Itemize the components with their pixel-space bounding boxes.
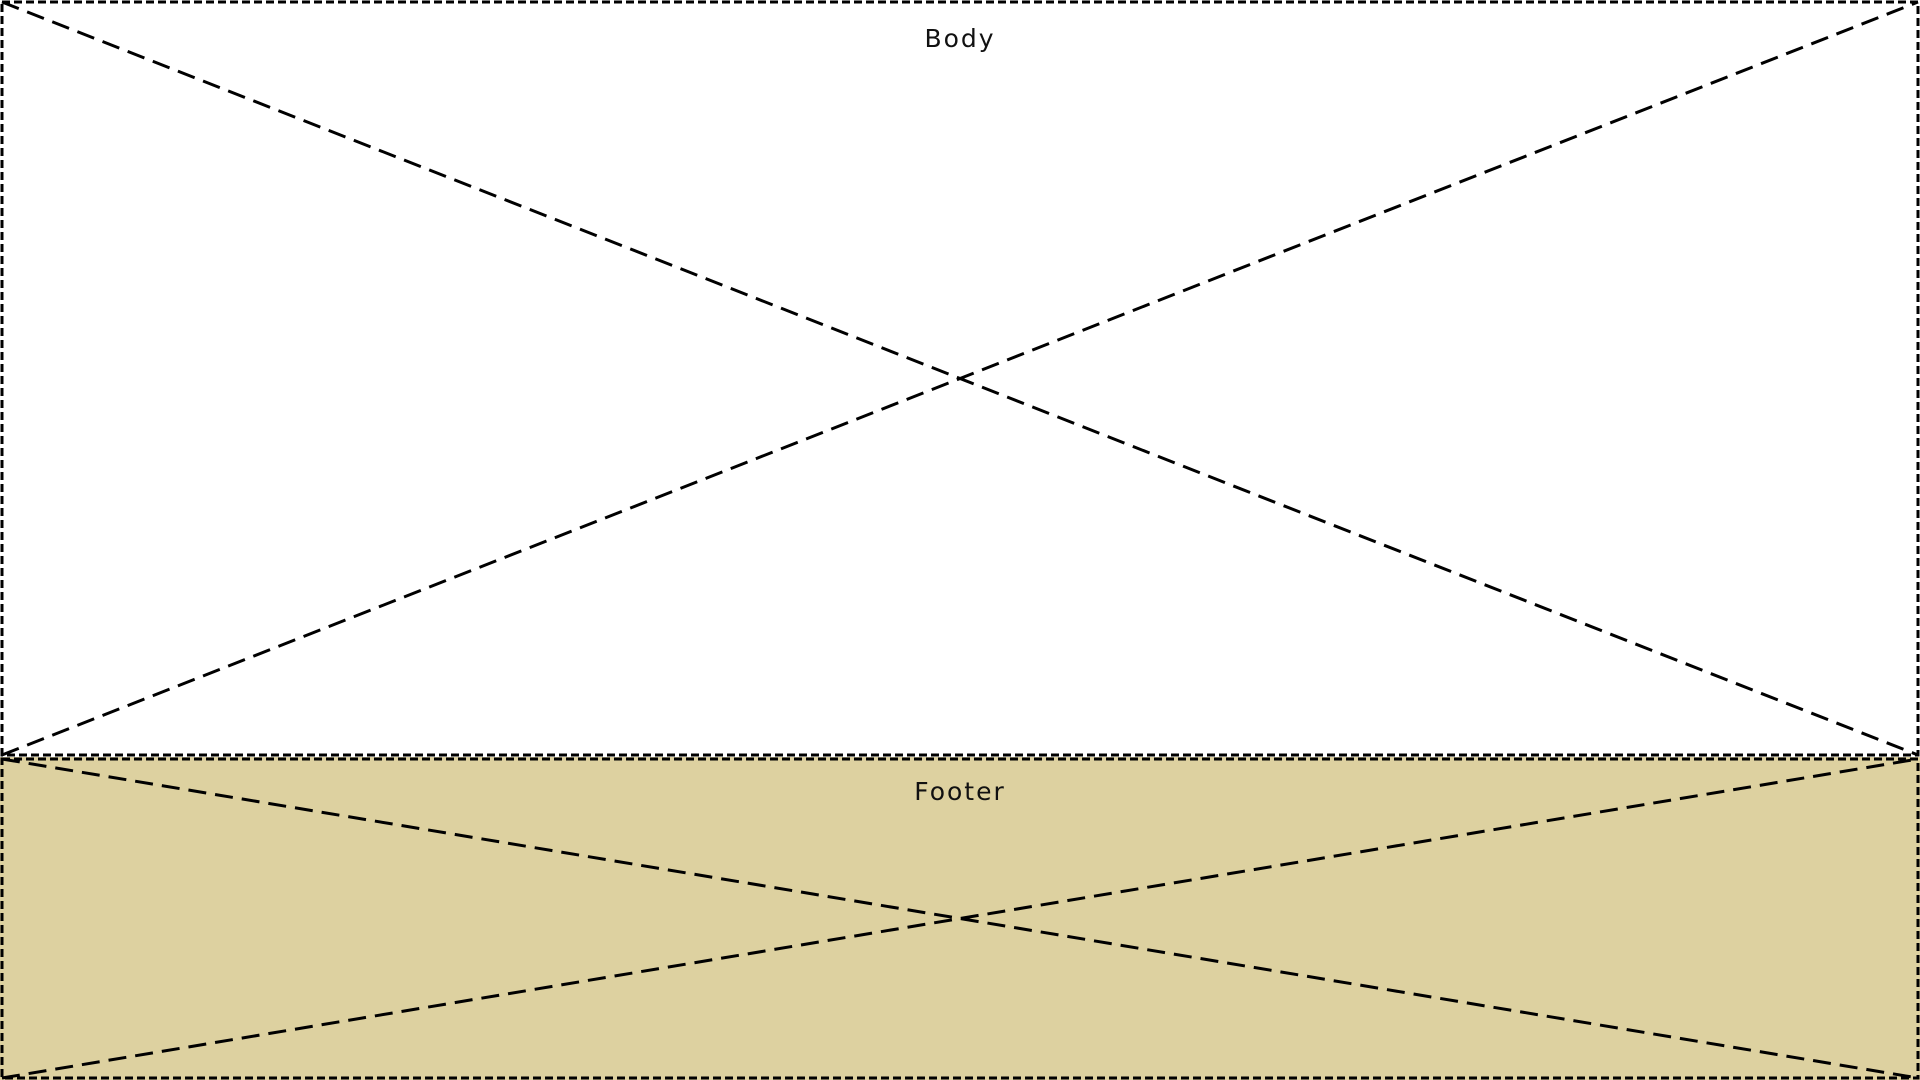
body-region: Body (0, 0, 1920, 757)
footer-placeholder-box (0, 757, 1920, 1080)
footer-region-border (0, 757, 1920, 1080)
body-placeholder-box (0, 0, 1920, 757)
body-region-border (0, 0, 1920, 757)
body-label: Body (924, 24, 996, 53)
footer-label: Footer (914, 777, 1006, 806)
footer-region: Footer (0, 757, 1920, 1080)
body-diagonal-up (1, 0, 1919, 757)
